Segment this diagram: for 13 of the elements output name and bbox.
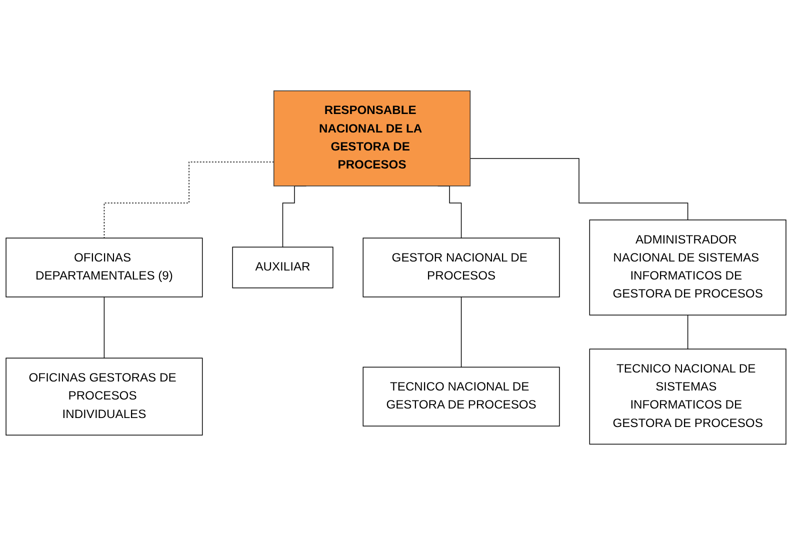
connector — [104, 296, 105, 358]
node-box — [589, 348, 786, 445]
connector — [104, 162, 274, 238]
node-box — [273, 90, 471, 186]
node-box — [362, 238, 560, 298]
node-box — [232, 246, 334, 288]
connector — [687, 314, 688, 350]
connector — [470, 158, 688, 220]
node-box — [362, 366, 560, 426]
node-box — [6, 238, 203, 298]
connector — [460, 296, 462, 368]
node-box — [589, 220, 786, 316]
node-box — [6, 358, 203, 436]
